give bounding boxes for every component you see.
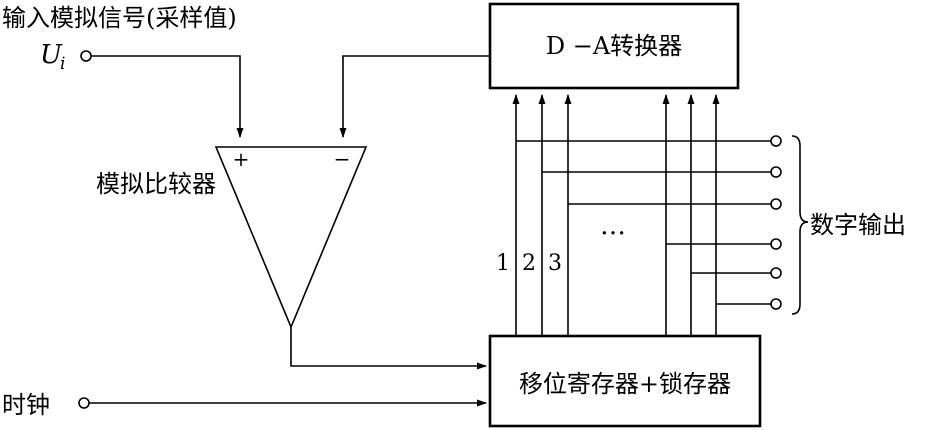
comparator-plus-sign: +: [233, 147, 250, 171]
output-terminal-2: [770, 166, 782, 178]
dac-label: D −A转换器: [546, 32, 682, 60]
output-terminal-1: [770, 135, 782, 147]
input-to-plus-wire: [91, 55, 244, 138]
output-terminal-6: [770, 298, 782, 310]
dac-to-minus-wire: [339, 55, 490, 138]
bit-label-3: 3: [548, 251, 562, 276]
clock-label: 时钟: [2, 391, 50, 419]
register-box: [488, 334, 762, 428]
output-terminal-4: [770, 238, 782, 250]
output-terminal-5: [770, 267, 782, 279]
input-signal-label: 输入模拟信号(采样值): [2, 4, 237, 32]
input-terminal-symbol: U: [40, 40, 63, 70]
bit-label-2: 2: [522, 251, 536, 276]
bit-label-1: 1: [496, 251, 510, 276]
digital-output-label: 数字输出: [810, 211, 906, 239]
comparator-to-register-wire: [290, 327, 487, 370]
comparator-triangle: [214, 146, 368, 330]
register-label: 移位寄存器+锁存器: [519, 370, 731, 398]
output-brace: [791, 135, 809, 315]
comparator-label: 模拟比较器: [96, 170, 216, 198]
output-terminal-3: [770, 198, 782, 210]
input-terminal-circle: [80, 50, 92, 62]
input-terminal-subscript: i: [60, 54, 65, 74]
clock-terminal-circle: [78, 397, 90, 409]
dac-box: [488, 2, 740, 90]
comparator-minus-sign: −: [334, 147, 351, 171]
ellipsis: …: [600, 211, 626, 241]
